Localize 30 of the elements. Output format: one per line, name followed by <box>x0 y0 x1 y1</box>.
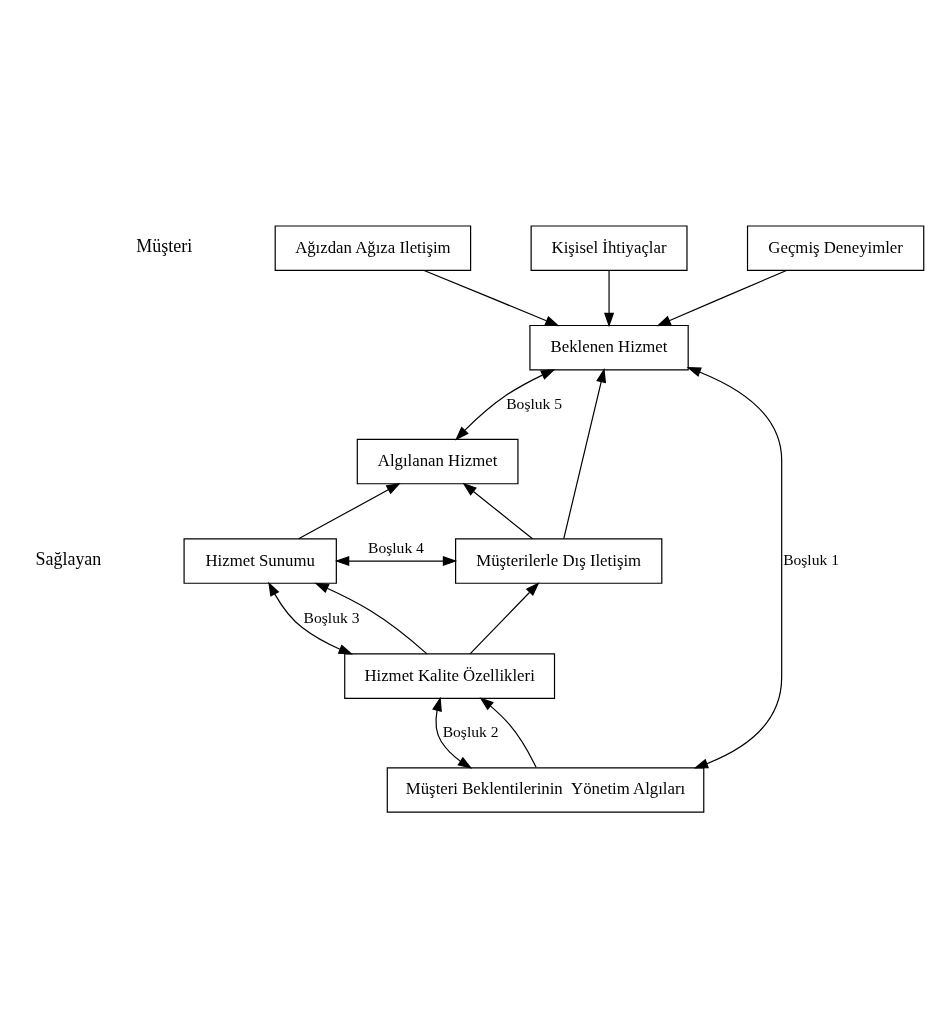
node-box: Geçmiş Deneyimler <box>746 224 925 271</box>
node-box: Kişisel İhtiyaçlar <box>530 224 688 271</box>
arrow <box>432 696 473 769</box>
node-box: Ağızdan Ağıza Iletişim <box>274 224 472 271</box>
label: Sağlayan <box>35 548 102 569</box>
node-box: Müşteri Beklentilerinin Yönetim Algıları <box>386 766 705 813</box>
edge-label: Boşluk 1 <box>783 550 839 568</box>
edge-label: Boşluk 4 <box>368 538 424 556</box>
arrow <box>656 269 788 326</box>
arrow <box>455 368 556 440</box>
node-box: Hizmet Kalite Özellikleri <box>344 652 556 699</box>
label: Müşteri <box>136 235 193 256</box>
node-box: Müşterilerle Dış Iletişim <box>455 537 663 584</box>
arrow <box>268 581 353 655</box>
node-box: Beklenen Hizmet <box>529 324 689 370</box>
edge-label: Boşluk 3 <box>303 608 360 626</box>
edge-label: Boşluk 5 <box>506 394 563 412</box>
arrow <box>334 555 458 566</box>
arrow <box>469 581 540 654</box>
arrow <box>423 269 560 326</box>
node-box: Algılanan Hizmet <box>356 438 519 484</box>
arrow <box>604 269 615 327</box>
arrow <box>479 696 537 768</box>
node-box: Hizmet Sunumu <box>183 537 337 584</box>
arrow <box>314 582 428 654</box>
arrow <box>686 366 783 768</box>
edge-label: Boşluk 2 <box>442 722 499 740</box>
arrow <box>298 482 401 539</box>
arrow <box>462 482 534 539</box>
arrow <box>563 367 607 539</box>
